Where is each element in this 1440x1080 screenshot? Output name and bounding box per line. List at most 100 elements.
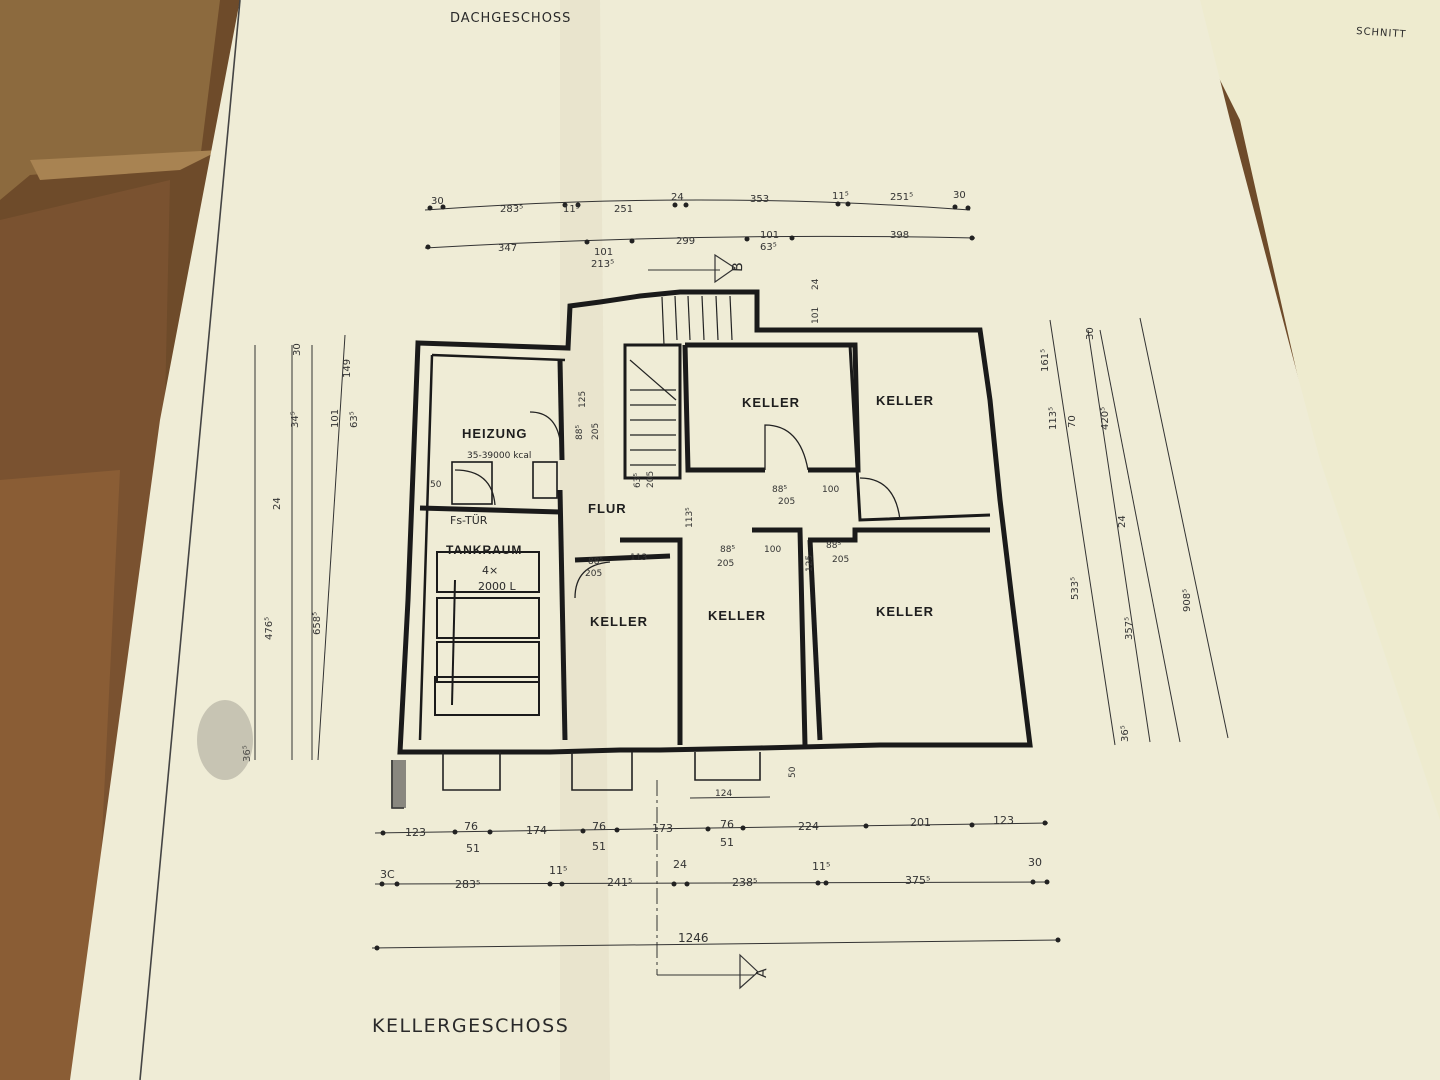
- room-heizung: HEIZUNG: [462, 426, 528, 441]
- dimension-label: 113⁵: [685, 507, 695, 528]
- dimension-label: 88⁵: [826, 541, 841, 551]
- dimension-label: 398: [890, 230, 909, 241]
- dimension-label: 50: [430, 480, 442, 490]
- dimension-label: 100: [764, 545, 781, 555]
- room-keller-3: KELLER: [590, 614, 648, 629]
- side-title: SCHNITT: [1356, 26, 1407, 40]
- dimension-label: 224: [798, 820, 819, 833]
- dimension-label: 347: [498, 243, 517, 254]
- dimension-label: 205: [778, 497, 795, 507]
- dimension-label: 63⁵: [633, 473, 643, 488]
- dimension-label: 123: [405, 826, 426, 839]
- dimension-label: 30: [1028, 856, 1042, 869]
- dimension-label: 70: [1067, 415, 1078, 428]
- dimension-label: 658⁵: [312, 612, 323, 635]
- dimension-label: 51: [592, 840, 606, 853]
- dimension-label: 283⁵: [500, 204, 523, 215]
- bottom-title: KELLERGESCHOSS: [372, 1015, 569, 1037]
- dims-top-row-1: 30 283⁵ 11⁵ 251 24 353 11⁵ 251⁵ 30: [431, 190, 966, 215]
- tank-note-2: 2000 L: [478, 580, 516, 593]
- dims-top-row-2: 347 101 213⁵ 299 101 63⁵ 398: [498, 230, 909, 270]
- dimension-label: 357⁵: [1124, 617, 1135, 640]
- dims-left: 30 149 34⁵ 101 63⁵ 24 476⁵ 658⁵ 36⁵: [242, 343, 360, 762]
- dimension-label: 125: [578, 391, 588, 408]
- dimension-label: 205: [717, 559, 734, 569]
- dimension-label: 76: [592, 820, 606, 833]
- cardboard-flap: [30, 150, 220, 180]
- dimension-label: 113⁵: [1048, 407, 1059, 430]
- second-sheet: [1180, 0, 1440, 1080]
- room-keller-1: KELLER: [742, 395, 800, 410]
- dimension-label: 34⁵: [290, 411, 301, 428]
- dimension-label: 24: [673, 858, 687, 871]
- dimension-label: 51: [720, 836, 734, 849]
- dims-inner: 125 88⁵ 205 63⁵ 205 113⁵ 88⁵ 205 100 50 …: [430, 278, 849, 799]
- dimension-label: 101: [811, 307, 821, 324]
- oil-tanks: [434, 551, 540, 716]
- dimension-lines: [254, 199, 1229, 976]
- room-flur: FLUR: [588, 501, 627, 516]
- dimension-label: 251: [614, 204, 633, 215]
- dimension-label: 101: [594, 247, 613, 258]
- dimension-label: 88⁵: [575, 425, 585, 440]
- dimension-label: 3C: [380, 868, 395, 881]
- dimension-label: 125: [805, 555, 815, 572]
- section-markers: [714, 253, 759, 990]
- dimension-label: 76: [720, 818, 734, 831]
- dimension-label: 476⁵: [264, 617, 275, 640]
- dimension-label: 36⁵: [1120, 725, 1131, 742]
- dimension-label: 113: [630, 553, 647, 563]
- dimension-label: 63⁵: [760, 242, 777, 253]
- dimension-label: 205: [585, 569, 602, 579]
- dimension-label: 88⁵: [588, 557, 603, 567]
- dim-124-line: [689, 796, 771, 799]
- room-keller-2: KELLER: [876, 393, 934, 408]
- dimension-label: 101: [760, 230, 779, 241]
- room-keller-4: KELLER: [708, 608, 766, 623]
- dimension-label: 353: [750, 194, 769, 205]
- dimension-label: 30: [431, 196, 444, 207]
- door-swings: [454, 411, 901, 599]
- top-title: DACHGESCHOSS: [450, 11, 571, 26]
- dimension-label: 251⁵: [890, 192, 913, 203]
- dimension-label: 908⁵: [1182, 589, 1193, 612]
- cardboard-box: [0, 0, 220, 200]
- dimension-label: 283⁵: [455, 878, 480, 891]
- dimension-label: 213⁵: [591, 259, 614, 270]
- dims-bottom-row-1: 123 76 51 174 76 51 173 76 51 224 201 12…: [405, 814, 1014, 855]
- tank-note-1: 4×: [482, 564, 498, 577]
- dimension-label: 30: [1085, 327, 1096, 340]
- fs-tuer-label: Fs-TÜR: [450, 514, 488, 527]
- dimension-label: 174: [526, 824, 547, 837]
- shelf-edge: [0, 470, 120, 1080]
- dimension-label: 533⁵: [1070, 577, 1081, 600]
- dimension-label: 420⁵: [1100, 407, 1111, 430]
- dimension-label: 36⁵: [242, 745, 253, 762]
- dimension-label: 205: [832, 555, 849, 565]
- floor-plan: [397, 289, 1033, 755]
- section-b-label: B: [730, 262, 746, 272]
- paper-fold-shade: [560, 0, 610, 1080]
- dimension-label: 100: [822, 485, 839, 495]
- dimension-label: 101: [330, 409, 341, 428]
- heizung-note: 35-39000 kcal: [467, 451, 531, 461]
- boiler: [451, 461, 558, 505]
- dimension-label: 30: [953, 190, 966, 201]
- dimension-label: 149: [342, 359, 353, 378]
- dimension-label: 205: [646, 471, 656, 488]
- dimension-label: 11⁵: [812, 860, 830, 873]
- dimension-label: 11⁵: [832, 191, 849, 202]
- dimension-label: 24: [272, 497, 283, 510]
- dimension-label: 205: [591, 423, 601, 440]
- dimension-label: 63⁵: [349, 411, 360, 428]
- dimension-label: 299: [676, 236, 695, 247]
- dimension-label: 24: [671, 192, 684, 203]
- room-keller-5: KELLER: [876, 604, 934, 619]
- dimension-label: 88⁵: [772, 485, 787, 495]
- dimension-label: 238⁵: [732, 876, 757, 889]
- dimension-label: 124: [715, 789, 732, 799]
- dimension-label: 241⁵: [607, 876, 632, 889]
- dims-bottom-row-2: 3C 283⁵ 11⁵ 241⁵ 24 238⁵ 11⁵ 375⁵ 30: [380, 856, 1042, 891]
- dimension-label: 50: [788, 766, 798, 778]
